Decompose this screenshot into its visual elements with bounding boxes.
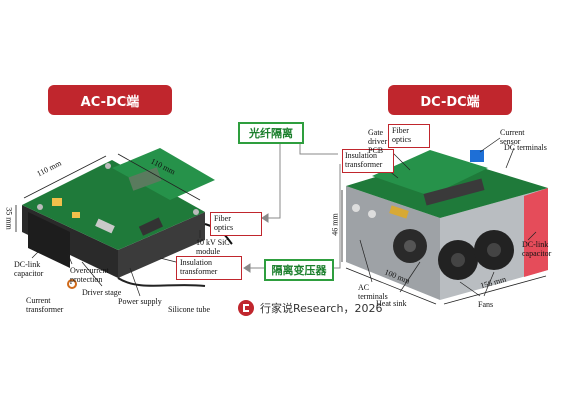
left-dclink-label: DC-link capacitor [14,260,44,278]
watermark-text: 行家说Research，2026 [260,302,383,315]
right-insulation-label: Insulation transformer [345,151,383,169]
right-title-pill: DC-DC端 [388,85,512,115]
right-gate-driver-label: Gate driver PCB [368,128,388,155]
left-dim-height: 35 mm [4,207,14,230]
left-fiber-box [210,212,262,236]
left-silicone-label: Silicone tube [168,305,210,314]
right-dclink-label: DC-link capacitor [522,240,552,258]
dimension-lines [15,153,547,305]
fiber-isolation-tag: 光纤隔离 [238,122,304,144]
isolation-transformer-label: 隔离变压器 [271,264,327,277]
left-current-tf-label: Current transformer [26,296,64,314]
fiber-isolation-label: 光纤隔离 [249,127,293,140]
left-insulation-label: Insulation transformer [180,258,218,276]
right-fiber-label: Fiber optics [392,126,412,144]
right-current-sensor-label: Current sensor [500,128,525,146]
watermark: 行家说Research，2026 [238,300,382,316]
left-board-illustration [22,148,233,289]
left-sic-label: 10 kV SiC module [196,238,230,256]
right-dim-height: 46 mm [330,213,340,236]
right-insulation-box [342,149,394,173]
connector-lines [243,132,341,273]
right-board-illustration [346,150,548,300]
left-insulation-box [176,256,242,280]
right-fans-label: Fans [478,300,494,309]
left-title-pill: AC-DC端 [48,85,172,115]
right-dc-terminals-label: DC terminals [504,143,547,152]
right-title: DC-DC端 [420,94,480,110]
left-driver-label: Driver stage [82,288,122,297]
left-fiber-label: Fiber optics [214,214,234,232]
right-ac-terminals-label: AC terminals [358,283,388,301]
brand-logo-icon [238,300,254,316]
right-heat-sink-label: Heat sink [376,299,407,308]
isolation-transformer-tag: 隔离变压器 [264,259,334,281]
left-overcurrent-label: Overcurrent protection [70,266,109,284]
right-fiber-box [388,124,430,148]
left-title: AC-DC端 [80,94,140,110]
left-power-label: Power supply [118,297,162,306]
